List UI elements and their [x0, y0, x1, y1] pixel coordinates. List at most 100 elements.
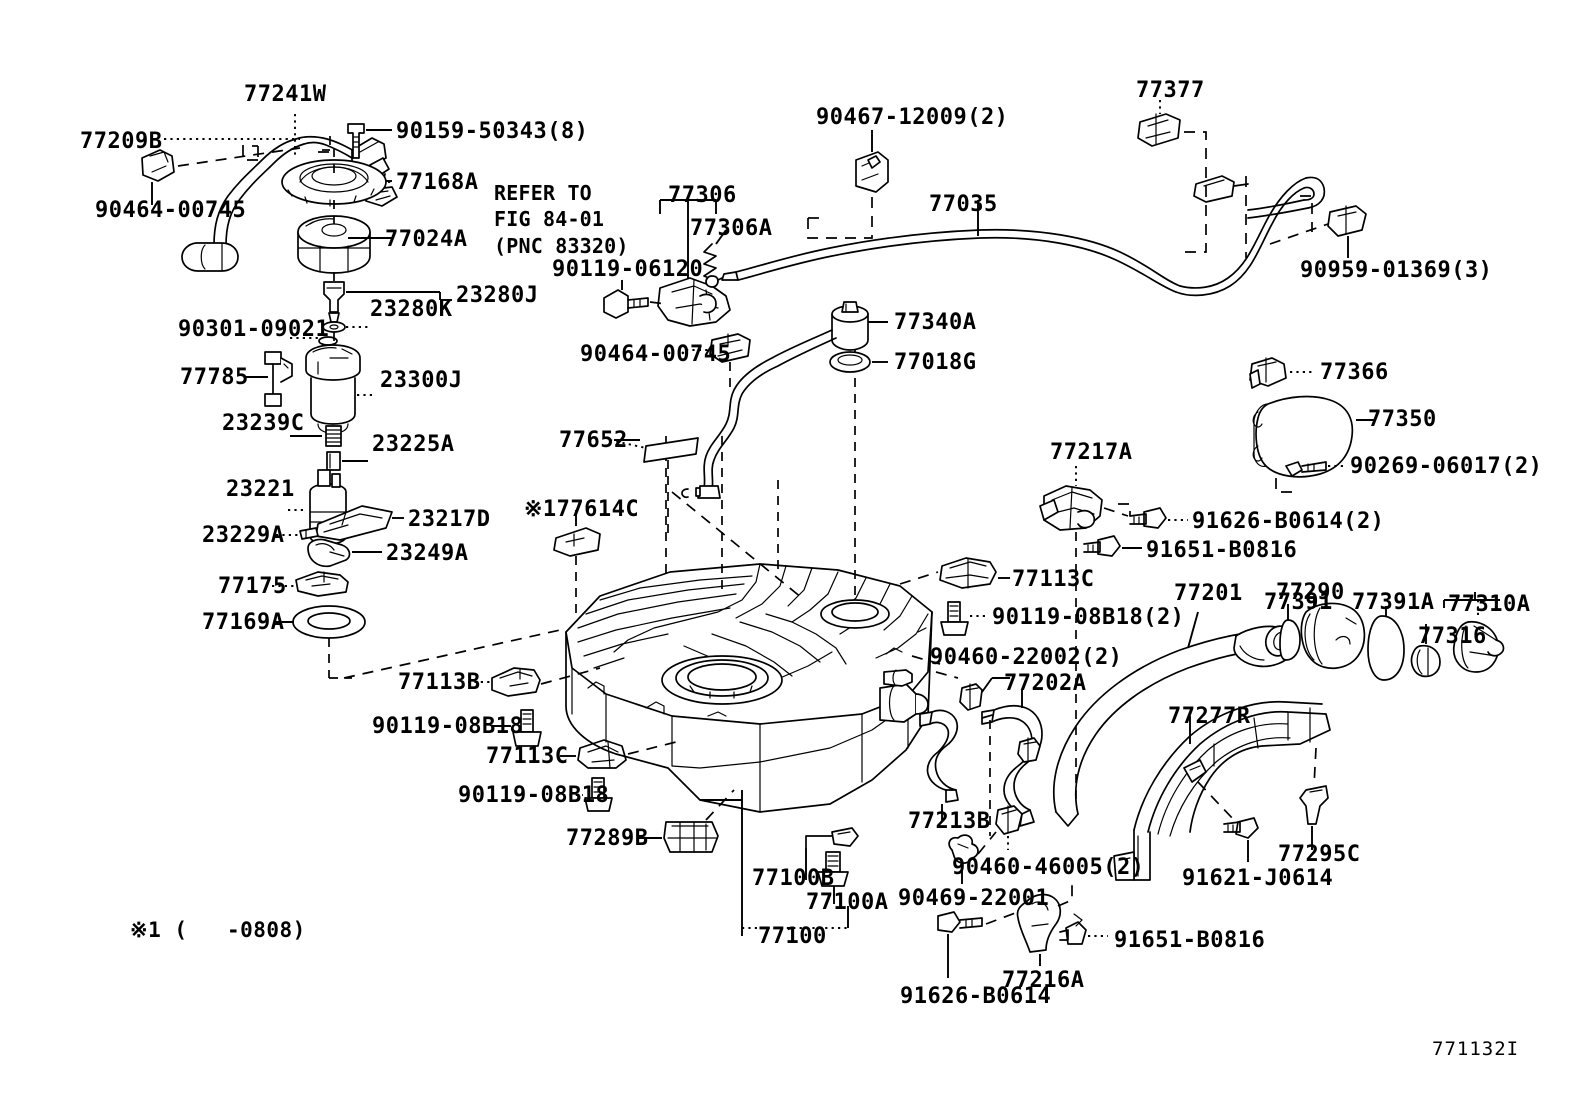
part-filler-hose-77290 [1300, 596, 1366, 670]
part-filler-protector-77277r [1113, 700, 1331, 881]
label-77785: 77785 [180, 365, 249, 390]
leader-77241w [252, 114, 330, 160]
part-ring-77391 [1279, 604, 1301, 661]
part-clip-90467-12009 [855, 130, 889, 193]
part-fuel-filter-23300j [305, 344, 376, 434]
label-77100a: 77100A [806, 890, 889, 915]
label-90159-50343: 90159-50343(8) [396, 119, 589, 144]
label-91621-j0614: 91621-J0614 [1182, 866, 1334, 891]
part-grommet-77018g [829, 351, 888, 373]
label-23217d: 23217D [408, 507, 491, 532]
label-77113c-a: 77113C [486, 744, 569, 769]
label-77366: 77366 [1320, 360, 1389, 385]
part-spring-23239c [290, 425, 342, 447]
part-cushion-177614c [553, 510, 601, 557]
label-91626-b0614-a: 91626-B0614(2) [1192, 509, 1385, 534]
label-77113c-b: 77113C [1012, 567, 1095, 592]
label-77295c: 77295C [1278, 842, 1361, 867]
part-bolt-91651-b0816-a [1083, 535, 1142, 557]
part-bolt-91626-b0614-b [937, 911, 983, 978]
label-23225a: 23225A [372, 432, 455, 457]
label-91651-b0816-b: 91651-B0816 [1114, 928, 1266, 953]
label-77018g: 77018G [894, 350, 977, 375]
label-77175: 77175 [218, 574, 287, 599]
label-77202a: 77202A [1004, 671, 1087, 696]
label-77216a: 77216A [1002, 968, 1085, 993]
part-pump-filter-23249a [307, 538, 382, 568]
part-bracket-77113c-a [560, 739, 627, 769]
label-77391: 77391 [1264, 590, 1333, 615]
label-90467-12009: 90467-12009(2) [816, 105, 1009, 130]
part-bolt-90119-08b18-a [492, 709, 542, 747]
label-77241w: 77241W [244, 82, 327, 107]
part-grommet-23225a [326, 451, 368, 471]
label-90959-01369: 90959-01369(3) [1300, 258, 1493, 283]
drawing-id: 771132I [1432, 1038, 1520, 1060]
part-fuel-pump-plate-77168a [281, 159, 392, 207]
part-clamp-90464-00745-a [141, 149, 175, 182]
label-90464-00745-b: 90464-00745 [580, 342, 732, 367]
label-77290: 77290 [1276, 580, 1345, 605]
label-23280j: 23280J [456, 283, 539, 308]
part-bracket-77113c-b [939, 557, 1010, 589]
part-tank-band-bolt-77100a [817, 851, 849, 904]
part-retainer-77175 [272, 571, 349, 597]
part-lid-stopper-77366 [1249, 357, 1314, 389]
part-bolt-90119-06120 [603, 280, 667, 319]
label-77168a: 77168A [396, 170, 479, 195]
label-90269-06017: 90269-06017(2) [1350, 454, 1543, 479]
part-fuel-tank-cap-77310a [1443, 592, 1505, 673]
label-77213b: 77213B [908, 809, 991, 834]
label-23300j: 23300J [380, 368, 463, 393]
part-tank-band-bolt-77100b [805, 827, 859, 880]
label-90119-06120: 90119-06120 [552, 257, 704, 282]
label-177614c: ※177614C [524, 497, 640, 522]
label-91651-b0816-a: 91651-B0816 [1146, 538, 1298, 563]
label-77391a: 77391A [1352, 590, 1435, 615]
part-fuel-lid-lock-77306 [657, 199, 731, 327]
label-77289b: 77289B [566, 826, 649, 851]
label-77169a: 77169A [202, 610, 285, 635]
label-77100: 77100 [758, 924, 827, 949]
part-clamp-77377 [1137, 100, 1181, 147]
label-77201: 77201 [1174, 581, 1243, 606]
part-oring-23280k [322, 321, 368, 333]
part-clip-23229a [276, 527, 319, 540]
part-gasket-77169a [276, 605, 366, 639]
part-hose-clamp-mid [1017, 737, 1041, 763]
label-77100b: 77100B [752, 866, 835, 891]
label-90460-22002: 90460-22002(2) [930, 645, 1123, 670]
part-protector-77289b [638, 821, 719, 853]
label-90464-00745-a: 90464-00745 [95, 198, 247, 223]
label-23239c: 23239C [222, 411, 305, 436]
part-bolt-91626-b0614-a [1129, 507, 1188, 529]
part-bolt-90119-08b18-b [563, 777, 613, 812]
label-77209b: 77209B [80, 129, 163, 154]
part-clip-90959-01369 [1269, 205, 1367, 258]
footnote: ※1 ( -0808) [130, 918, 306, 942]
label-77113b: 77113B [398, 670, 481, 695]
label-91626-b0614-b: 91626-B0614 [900, 984, 1052, 1009]
part-bolt-90119-08b18-c [940, 601, 988, 636]
part-fuel-filler-lid-77350 [1252, 395, 1376, 478]
part-bracket-77113b [468, 667, 541, 697]
label-90119-08b18-c: 90119-08B18(2) [992, 605, 1185, 630]
label-77024a: 77024A [385, 227, 468, 252]
part-spring-77306a [703, 229, 727, 281]
label-77340a: 77340A [894, 310, 977, 335]
label-77350: 77350 [1368, 407, 1437, 432]
part-fuel-lid-cable-77035 [705, 175, 1326, 297]
part-bracket-77652 [609, 437, 699, 463]
label-90119-08b18-b: 90119-08B18 [458, 783, 610, 808]
label-77316: 77316 [1418, 624, 1487, 649]
part-bracket-77217a [1039, 466, 1103, 531]
label-refer-note: REFER TO FIG 84-01 (PNC 83320) [494, 181, 629, 258]
part-vent-tube [681, 329, 837, 499]
label-77035: 77035 [929, 192, 998, 217]
part-sender-77785 [244, 351, 293, 407]
label-90460-46005: 90460-46005(2) [952, 855, 1145, 880]
part-ring-77391a [1367, 606, 1405, 681]
label-77277r: 77277R [1168, 704, 1251, 729]
